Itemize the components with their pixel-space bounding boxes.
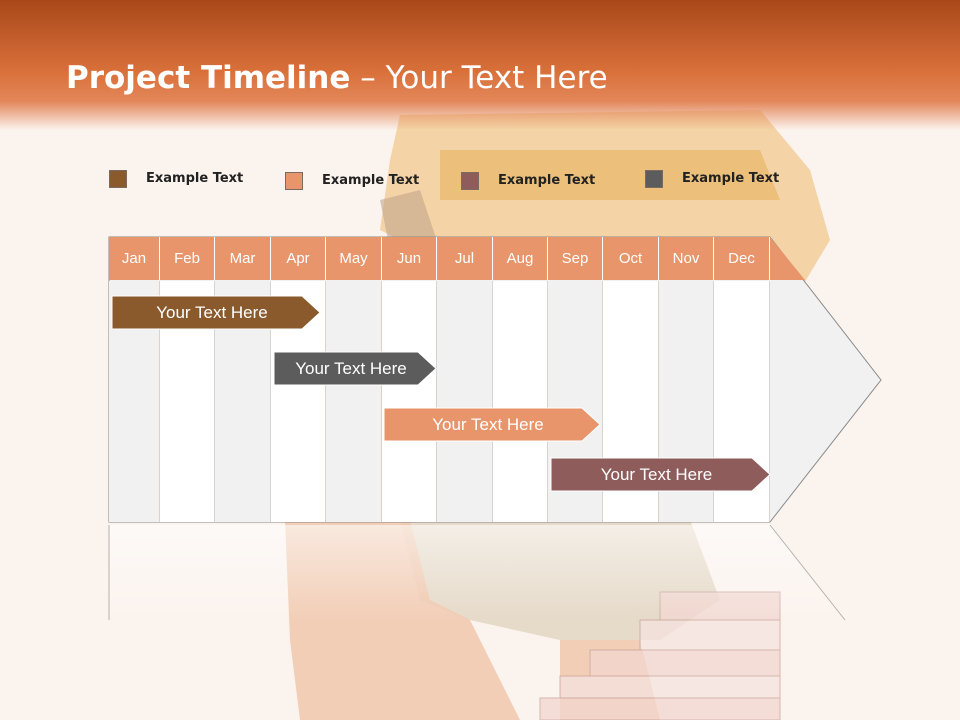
legend-label: Example Text bbox=[682, 171, 780, 186]
month-column bbox=[437, 281, 493, 522]
month-cell-jun: Jun bbox=[382, 237, 437, 280]
month-cell-mar: Mar bbox=[215, 237, 271, 280]
legend-label: Example Text bbox=[322, 173, 420, 188]
legend-swatch bbox=[109, 170, 127, 188]
month-cell-sep: Sep bbox=[548, 237, 603, 280]
slide-title-main: Project Timeline bbox=[66, 60, 351, 96]
month-cell-aug: Aug bbox=[493, 237, 548, 280]
month-cell-jan: Jan bbox=[109, 237, 160, 280]
task-bar-label: Your Text Here bbox=[600, 464, 713, 484]
month-cell-feb: Feb bbox=[160, 237, 215, 280]
slide-title: Project Timeline – Your Text Here bbox=[66, 60, 608, 96]
month-column bbox=[326, 281, 382, 522]
task-bar bbox=[550, 457, 771, 492]
legend-label: Example Text bbox=[498, 173, 596, 188]
task-bar bbox=[111, 295, 321, 330]
legend-swatch bbox=[285, 172, 303, 190]
task-bar-label: Your Text Here bbox=[295, 358, 407, 378]
month-cell-oct: Oct bbox=[603, 237, 659, 280]
month-cell-jul: Jul bbox=[437, 237, 493, 280]
task-bar-label: Your Text Here bbox=[432, 414, 544, 434]
month-column bbox=[382, 281, 437, 522]
legend-swatch bbox=[645, 170, 663, 188]
legend-swatch bbox=[461, 172, 479, 190]
task-bar bbox=[273, 351, 437, 386]
month-cell-nov: Nov bbox=[659, 237, 714, 280]
month-column bbox=[493, 281, 548, 522]
month-cell-may: May bbox=[326, 237, 382, 280]
month-cell-apr: Apr bbox=[271, 237, 326, 280]
month-cell-dec: Dec bbox=[714, 237, 770, 280]
task-bar bbox=[383, 407, 601, 442]
title-banner bbox=[0, 0, 960, 130]
task-bar-label: Your Text Here bbox=[156, 302, 268, 322]
slide-title-subtitle: – Your Text Here bbox=[350, 60, 608, 96]
legend-label: Example Text bbox=[146, 171, 244, 186]
